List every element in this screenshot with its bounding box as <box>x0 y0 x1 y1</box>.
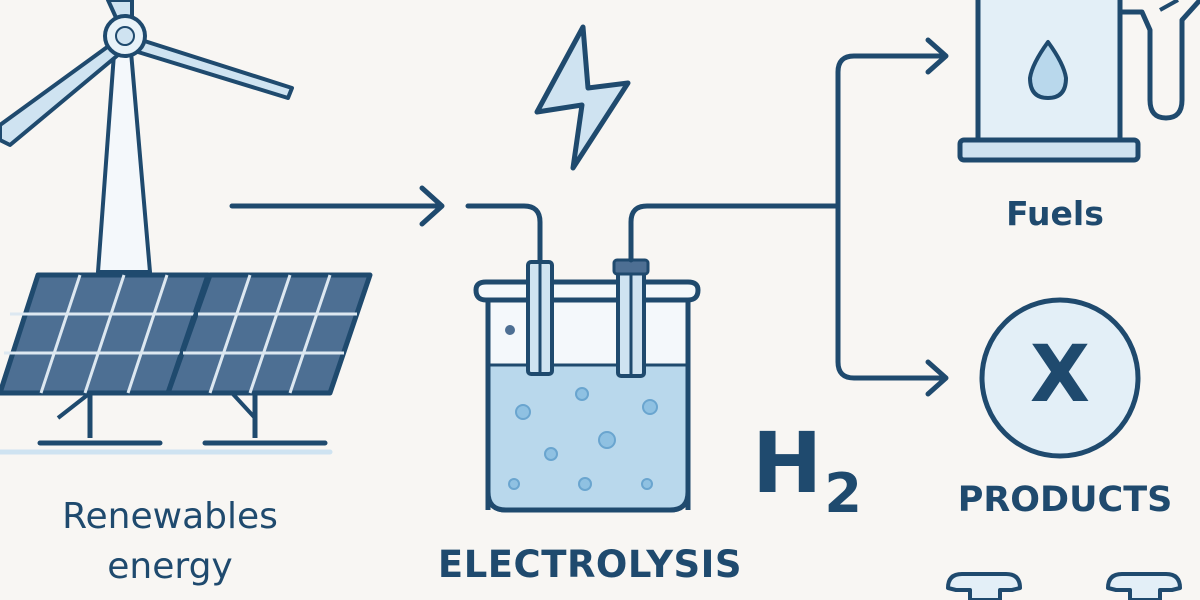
h2-main: H <box>752 414 823 512</box>
renewables-label-line2: energy <box>107 546 233 587</box>
hydrogen-formula-label: H2 <box>752 418 862 525</box>
droplet-icon <box>1028 40 1068 100</box>
lightning-bolt-icon <box>534 24 631 171</box>
h2-subscript: 2 <box>824 462 862 525</box>
arrow-renewables-to-electrolysis <box>229 185 445 227</box>
products-symbol: X <box>1029 330 1091 420</box>
solar-panel-icon <box>0 272 373 455</box>
beaker-icon <box>465 203 841 513</box>
bottom-connectors <box>946 572 1182 600</box>
fuel-pump-icon <box>957 0 1200 163</box>
products-circle-icon <box>979 297 1141 459</box>
products-label: PRODUCTS <box>957 480 1173 520</box>
renewables-energy-label: Renewables energy <box>20 492 320 592</box>
fuels-label: Fuels <box>1006 194 1104 233</box>
electrolysis-label: ELECTROLYSIS <box>437 543 743 586</box>
wind-turbine-icon <box>0 0 294 274</box>
branch-arrows <box>835 37 949 397</box>
renewables-label-line1: Renewables <box>62 496 278 537</box>
